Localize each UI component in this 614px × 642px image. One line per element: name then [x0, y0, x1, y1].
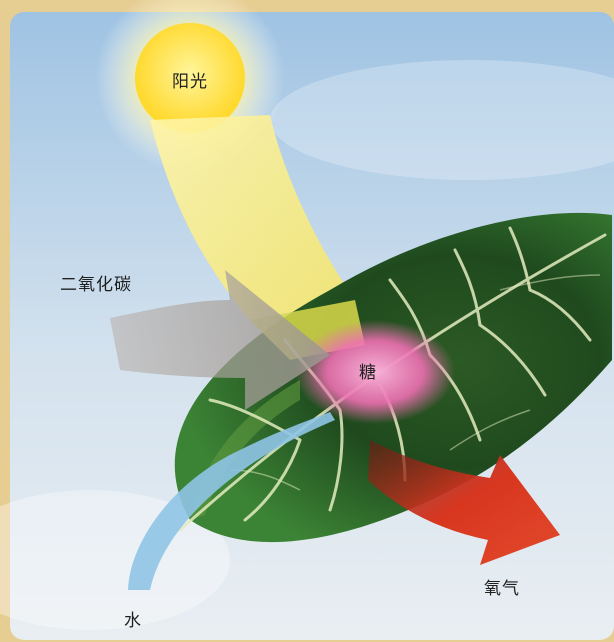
oxygen-label: 氧气 — [484, 574, 520, 599]
water-label: 水 — [124, 606, 142, 631]
sunlight-label: 阳光 — [172, 67, 208, 92]
sugar-label: 糖 — [359, 358, 377, 383]
carbon-dioxide-label: 二氧化碳 — [60, 270, 132, 295]
